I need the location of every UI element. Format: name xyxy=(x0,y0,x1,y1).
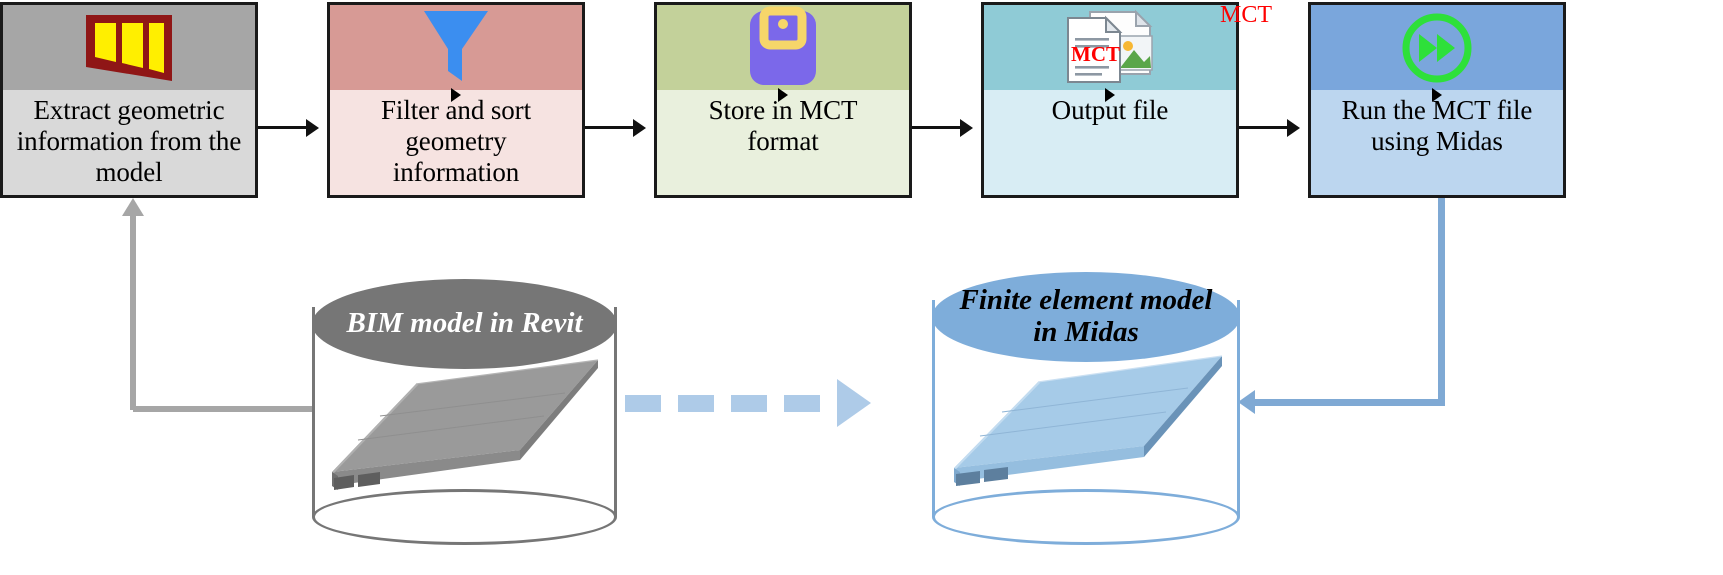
connector-bim-to-fem-dashed xyxy=(625,378,925,428)
window-icon xyxy=(86,14,172,81)
process-box-extract-icon-area xyxy=(3,5,255,90)
process-box-filter[interactable]: Filter and sort geometry information xyxy=(327,2,585,198)
dash-segment xyxy=(731,394,767,412)
process-box-extract[interactable]: Extract geometric information from the m… xyxy=(0,2,258,198)
green-fast-forward-icon xyxy=(1402,13,1472,82)
process-box-filter-icon-area xyxy=(330,5,582,90)
dash-segment xyxy=(625,394,661,412)
data-store-fem-bottom-ellipse xyxy=(932,489,1240,545)
play-marker-icon-filter xyxy=(451,88,461,102)
play-marker-icon-store xyxy=(778,88,788,102)
connector-filter-to-store-line xyxy=(585,126,635,129)
dash-segment xyxy=(784,394,820,412)
connector-run-to-fem-vertical xyxy=(1438,198,1445,406)
process-box-extract-label: Extract geometric information from the m… xyxy=(16,95,242,187)
save-disk-icon xyxy=(750,6,816,85)
process-box-run-icon-area xyxy=(1311,5,1563,90)
connector-store-to-output-line xyxy=(912,126,962,129)
connector-bim-to-extract-arrowhead xyxy=(122,198,144,216)
data-store-bim-bottom-ellipse xyxy=(312,489,617,545)
funnel-filter-icon xyxy=(424,10,488,81)
process-box-store-icon-area xyxy=(657,5,909,90)
data-store-bim-top-ellipse: BIM model in Revit xyxy=(312,279,617,369)
process-box-filter-label: Filter and sort geometry information xyxy=(381,95,531,187)
process-box-filter-body: Filter and sort geometry information xyxy=(330,88,582,195)
play-marker-icon-run xyxy=(1432,88,1442,102)
connector-output-to-run-arrowhead xyxy=(1287,119,1300,137)
mct-flow-label: MCT xyxy=(1220,2,1273,28)
play-marker-icon-output xyxy=(1105,88,1115,102)
connector-run-to-fem-arrowhead xyxy=(1238,390,1255,414)
data-store-fem-top-ellipse: Finite element model in Midas xyxy=(932,272,1240,362)
mct-document-icon: MCT xyxy=(1067,9,1153,83)
connector-store-to-output-arrowhead xyxy=(960,119,973,137)
connector-extract-to-filter-arrowhead xyxy=(306,119,319,137)
data-store-bim[interactable]: BIM model in Revit xyxy=(312,279,617,545)
connector-output-to-run-line xyxy=(1239,126,1289,129)
gray-bridge-deck-3d xyxy=(332,359,599,490)
process-box-extract-body: Extract geometric information from the m… xyxy=(3,90,255,195)
data-store-fem-label: Finite element model in Midas xyxy=(959,284,1213,348)
process-box-run[interactable]: Run the MCT file using Midas xyxy=(1308,2,1566,198)
svg-text:MCT: MCT xyxy=(1071,42,1120,66)
process-box-store-label: Store in MCT format xyxy=(708,95,858,156)
dash-segment xyxy=(678,394,714,412)
process-box-run-body: Run the MCT file using Midas xyxy=(1311,88,1563,195)
connector-extract-to-filter-line xyxy=(258,126,308,129)
process-box-store-body: Store in MCT format xyxy=(657,88,909,195)
connector-bim-to-fem-arrowhead xyxy=(837,379,871,427)
connector-bim-to-extract-vertical xyxy=(130,215,136,410)
process-box-output-body: Output file xyxy=(984,88,1236,195)
process-box-store[interactable]: Store in MCT format xyxy=(654,2,912,198)
connector-run-to-fem-horizontal xyxy=(1254,399,1444,406)
process-box-output[interactable]: MCT Output file xyxy=(981,2,1239,198)
connector-bim-to-extract-horizontal xyxy=(133,406,313,412)
process-box-output-icon-area: MCT xyxy=(984,5,1236,90)
connector-filter-to-store-arrowhead xyxy=(633,119,646,137)
process-box-run-label: Run the MCT file using Midas xyxy=(1341,95,1533,156)
blue-bridge-deck-3d xyxy=(954,355,1223,486)
data-store-fem[interactable]: Finite element model in Midas xyxy=(932,272,1240,545)
data-store-bim-label: BIM model in Revit xyxy=(346,307,583,340)
